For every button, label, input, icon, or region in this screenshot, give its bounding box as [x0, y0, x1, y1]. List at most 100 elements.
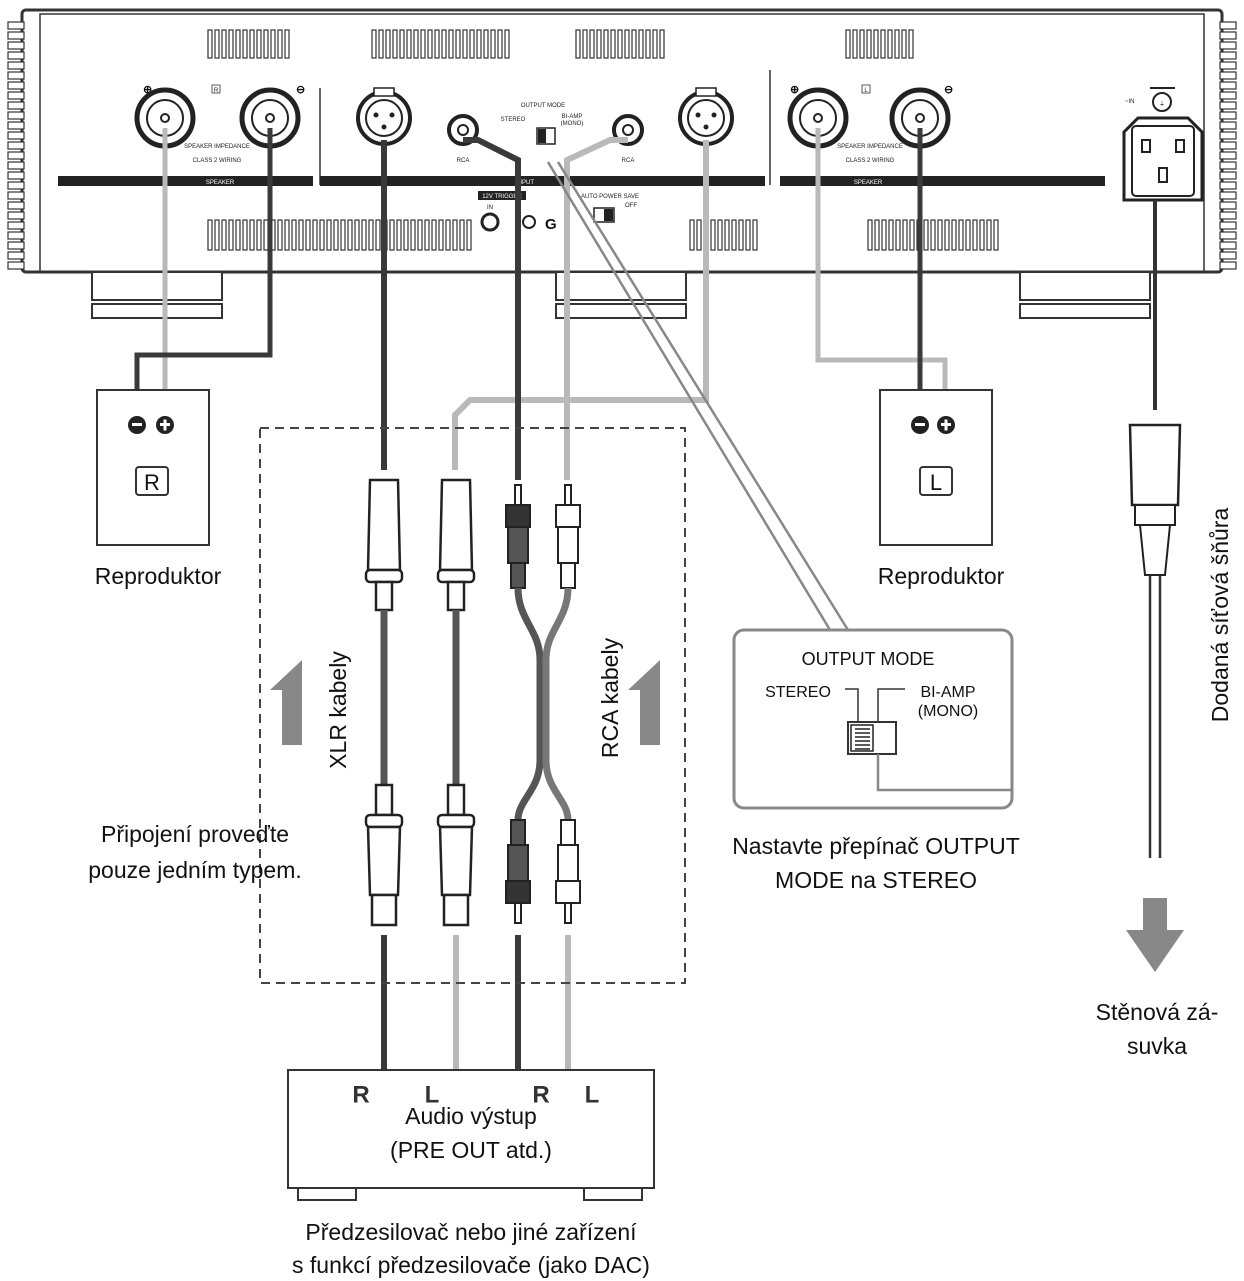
xlr-cables-label: XLR kabely	[325, 651, 351, 769]
vent-slot	[645, 29, 651, 59]
vent-slot	[894, 29, 900, 59]
vent-slot	[724, 219, 730, 251]
xlr-cable-l	[436, 478, 476, 927]
vent-slot	[263, 29, 269, 59]
vent-slot	[895, 219, 901, 251]
vent-slot	[207, 29, 213, 59]
vent-slot	[710, 219, 716, 251]
vent-slot	[1219, 171, 1237, 180]
vent-slot	[745, 219, 751, 251]
vent-slot	[277, 219, 283, 251]
speaker-right-caption: Reproduktor	[95, 563, 222, 589]
xlr-up-arrow-icon	[270, 660, 302, 745]
vent-slot	[1219, 231, 1237, 240]
vent-slot	[958, 219, 964, 251]
vent-slot	[452, 219, 458, 251]
vent-slot	[399, 29, 405, 59]
vent-slot	[1219, 41, 1237, 50]
input-cable-runs	[381, 137, 709, 1070]
vent-slot	[291, 219, 297, 251]
vent-slot	[441, 29, 447, 59]
vent-slot	[1219, 251, 1237, 260]
vent-slot	[1219, 181, 1237, 190]
impedance-note-l: SPEAKER IMPEDANCE	[837, 144, 903, 150]
vent-slot	[589, 29, 595, 59]
vent-slot	[228, 29, 234, 59]
vent-slot	[277, 29, 283, 59]
speaker-right-letter: R	[144, 470, 160, 495]
right-cooling-fins	[1219, 21, 1237, 270]
vent-slot	[7, 101, 25, 110]
vent-slot	[659, 29, 665, 59]
vent-slot	[427, 29, 433, 59]
vent-slot	[347, 219, 353, 251]
vent-slot	[256, 29, 262, 59]
panel-output-mode-label: OUTPUT MODE	[521, 103, 565, 109]
one-type-note-line2: pouze jedním typem.	[88, 857, 302, 883]
vent-slot	[1219, 151, 1237, 160]
vent-slot	[901, 29, 907, 59]
vent-slot	[284, 219, 290, 251]
vent-slot	[7, 151, 25, 160]
rca-cable-r	[505, 484, 544, 924]
vent-slot	[7, 221, 25, 230]
vent-slot	[340, 219, 346, 251]
rca-cables-label: RCA kabely	[597, 637, 623, 758]
vent-slot	[389, 219, 395, 251]
vent-slot	[7, 21, 25, 30]
vent-slot	[214, 219, 220, 251]
vent-slot	[354, 219, 360, 251]
vent-slot	[909, 219, 915, 251]
vent-slot	[930, 219, 936, 251]
vent-slot	[207, 219, 213, 251]
ac-power-inlet: ~IN ⏚	[1122, 87, 1204, 202]
vent-slot	[284, 29, 290, 59]
vent-slot	[319, 219, 325, 251]
rca-cable-l	[542, 484, 581, 924]
vent-slot	[221, 219, 227, 251]
ground-symbol: G	[545, 216, 557, 233]
vent-slot	[7, 141, 25, 150]
vent-slot	[867, 219, 873, 251]
vent-slot	[305, 219, 311, 251]
vent-slot	[497, 29, 503, 59]
vent-slot	[448, 29, 454, 59]
callout-title: OUTPUT MODE	[802, 649, 935, 669]
xlr-cable-r	[364, 478, 404, 927]
vent-slot	[951, 219, 957, 251]
vent-slot	[874, 219, 880, 251]
vent-slot	[7, 241, 25, 250]
vent-slot	[392, 29, 398, 59]
vent-slot	[7, 131, 25, 140]
vent-slot	[7, 201, 25, 210]
vent-slot	[631, 29, 637, 59]
input-bar-label: INPUT	[516, 180, 534, 186]
vent-slot	[249, 29, 255, 59]
vent-slot	[403, 219, 409, 251]
callout-stereo: STEREO	[765, 684, 831, 701]
speaker-left: L Reproduktor	[878, 389, 1005, 589]
vent-slot	[417, 219, 423, 251]
vent-slot	[937, 219, 943, 251]
vent-slot	[312, 219, 318, 251]
speaker-bar-label-right: SPEAKER	[206, 180, 235, 186]
down-arrow-icon	[1126, 898, 1184, 972]
plus-mark: ⊕	[143, 84, 152, 96]
class-note-l: CLASS 2 WIRING	[846, 158, 895, 164]
vent-slot	[852, 29, 858, 59]
vent-slot	[298, 219, 304, 251]
vent-slot	[7, 191, 25, 200]
wall-outlet-line1: Stěnová zá-	[1096, 999, 1219, 1025]
speaker-left-letter: L	[930, 470, 942, 495]
vent-slot	[420, 29, 426, 59]
vent-slot	[752, 219, 758, 251]
callout-mono: (MONO)	[918, 703, 978, 720]
vent-slot	[7, 181, 25, 190]
vent-slot	[866, 29, 872, 59]
speaker-wires	[134, 128, 948, 400]
terminal-channel-r: R	[214, 88, 219, 94]
vent-slot	[638, 29, 644, 59]
speaker-left-caption: Reproduktor	[878, 563, 1005, 589]
trigger-and-power-save: 12V TRIGGER IN G AUTO POWER SAVE OFF	[478, 191, 639, 233]
